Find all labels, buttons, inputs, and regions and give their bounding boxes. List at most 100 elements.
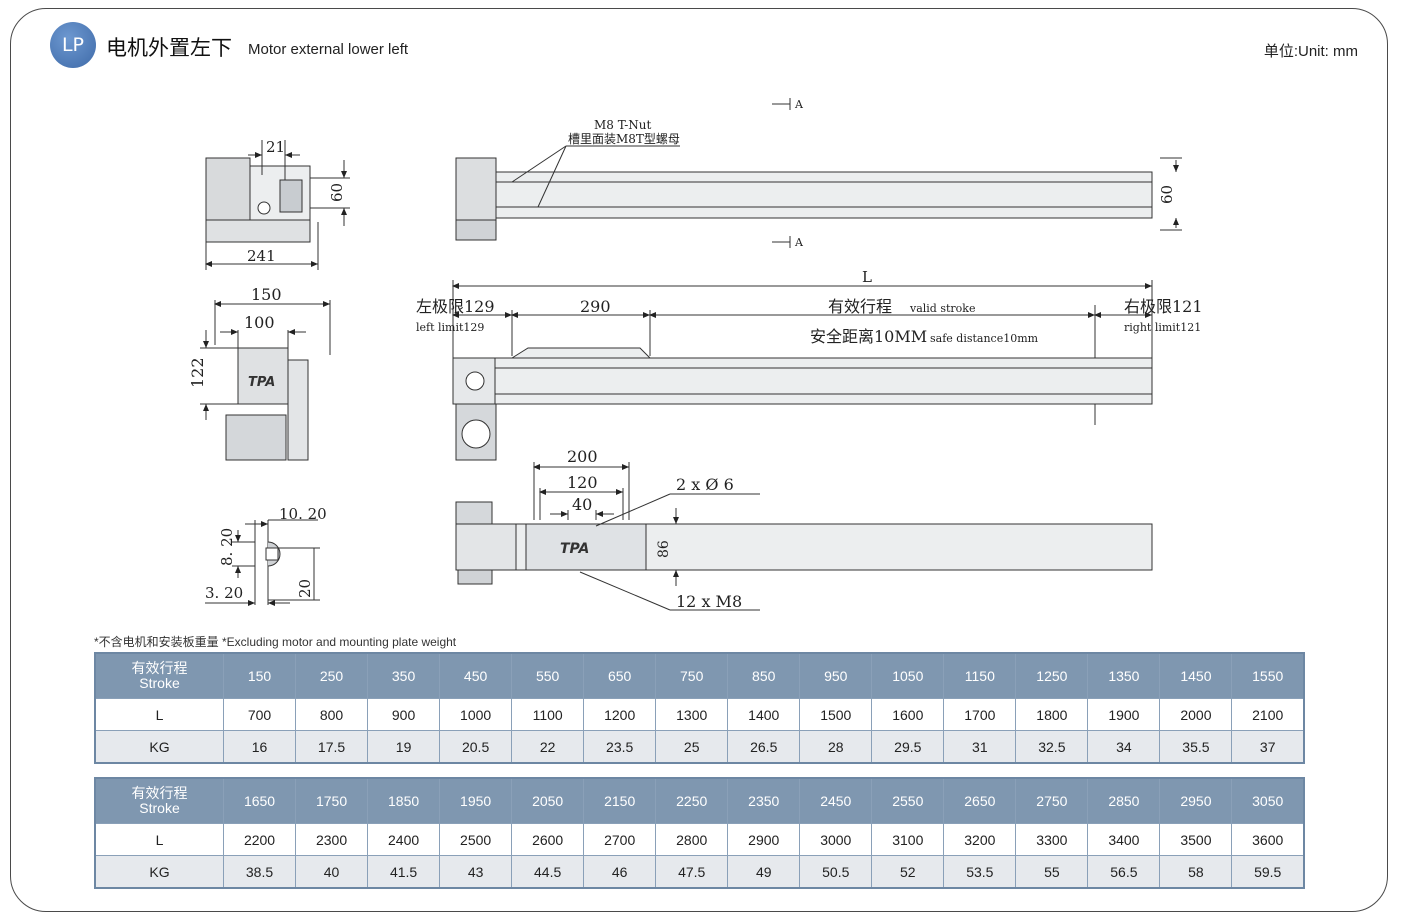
dim-60-top: 60: [1158, 185, 1176, 204]
valid-stroke-cn: 有效行程: [828, 297, 892, 316]
stroke-header-en: Stroke: [139, 675, 180, 691]
stroke-header-en: Stroke: [139, 800, 180, 816]
length-cell: 2500: [439, 823, 513, 856]
section-a-top: A: [794, 98, 804, 111]
stroke-cell: 1350: [1087, 652, 1161, 699]
weight-cell: 23.5: [583, 730, 657, 764]
weight-cell: 19: [367, 730, 441, 764]
stroke-cell: 2650: [943, 777, 1017, 824]
right-limit-en: right limit121: [1124, 321, 1201, 334]
length-cell: 3100: [871, 823, 945, 856]
stroke-cell: 1750: [295, 777, 369, 824]
stroke-cell: 450: [439, 652, 513, 699]
weight-cell: 59.5: [1231, 855, 1305, 889]
technical-drawing: 21 60 241 150 100 122 TPA: [188, 98, 1203, 611]
weight-cell: 43: [439, 855, 513, 889]
weight-cell: 55: [1015, 855, 1089, 889]
stroke-cell: 2250: [655, 777, 729, 824]
weight-cell: 49: [727, 855, 801, 889]
screws-callout: 12 x M8: [676, 592, 742, 611]
weight-cell: 20.5: [439, 730, 513, 764]
length-cell: 2400: [367, 823, 441, 856]
dim-3-20: 3. 20: [205, 584, 243, 602]
section-a-bottom: A: [794, 236, 804, 249]
weight-cell: 58: [1159, 855, 1233, 889]
stroke-header-cn: 有效行程: [131, 785, 188, 801]
length-cell: 1700: [943, 698, 1017, 731]
page-title-en: Motor external lower left: [248, 41, 409, 58]
dim-8-20: 8. 20: [218, 528, 236, 566]
length-cell: 2600: [511, 823, 585, 856]
stroke-cell: 350: [367, 652, 441, 699]
length-cell: 700: [222, 698, 297, 731]
length-cell: 3200: [943, 823, 1017, 856]
length-cell: 1800: [1015, 698, 1089, 731]
safe-distance-cn: 安全距离10MM: [810, 327, 927, 346]
stroke-header: 有效行程 Stroke: [94, 652, 224, 699]
weight-cell: 25: [655, 730, 729, 764]
dim-100: 100: [244, 313, 275, 332]
stroke-cell: 2750: [1015, 777, 1089, 824]
end-view-middle: [200, 300, 331, 461]
stroke-cell: 1450: [1159, 652, 1233, 699]
dim-150: 150: [251, 285, 282, 304]
weight-cell: 41.5: [367, 855, 441, 889]
length-cell: 2900: [727, 823, 801, 856]
length-cell: 2700: [583, 823, 657, 856]
length-cell: 1900: [1087, 698, 1161, 731]
weight-cell: 31: [943, 730, 1017, 764]
stroke-cell: 1550: [1231, 652, 1305, 699]
weight-cell: 26.5: [727, 730, 801, 764]
l-label: L: [94, 698, 224, 731]
length-cell: 900: [367, 698, 441, 731]
stroke-cell: 1950: [439, 777, 513, 824]
length-cell: 2300: [295, 823, 369, 856]
stroke-cell: 1650: [222, 777, 297, 824]
dim-86: 86: [656, 540, 672, 558]
stroke-cell: 3050: [1231, 777, 1305, 824]
weight-cell: 44.5: [511, 855, 585, 889]
weight-cell: 32.5: [1015, 730, 1089, 764]
dim-10-20: 10. 20: [279, 505, 327, 523]
end-view-top: [205, 140, 350, 270]
stroke-cell: 2350: [727, 777, 801, 824]
dim-21: 21: [266, 138, 285, 156]
length-cell: 3300: [1015, 823, 1089, 856]
unit-label: 单位:Unit: mm: [1263, 43, 1358, 60]
length-cell: 1300: [655, 698, 729, 731]
kg-label: KG: [94, 730, 224, 764]
dim-200: 200: [567, 447, 598, 466]
length-cell: 2200: [222, 823, 297, 856]
stroke-cell: 150: [222, 652, 297, 699]
stroke-cell: 1850: [367, 777, 441, 824]
length-cell: 3400: [1087, 823, 1161, 856]
weight-cell: 56.5: [1087, 855, 1161, 889]
weight-cell: 46: [583, 855, 657, 889]
length-cell: 3000: [799, 823, 873, 856]
left-limit-cn: 左极限129: [416, 297, 495, 316]
dim-241: 241: [247, 247, 276, 265]
length-cell: 1500: [799, 698, 873, 731]
length-cell: 800: [295, 698, 369, 731]
weight-cell: 17.5: [295, 730, 369, 764]
stroke-cell: 550: [511, 652, 585, 699]
length-cell: 2100: [1231, 698, 1305, 731]
tnut-detail: [205, 519, 320, 606]
stroke-cell: 2950: [1159, 777, 1233, 824]
length-cell: 3500: [1159, 823, 1233, 856]
weight-cell: 16: [222, 730, 297, 764]
top-view: [455, 98, 1182, 248]
lp-badge: LP: [50, 22, 96, 68]
l-label: L: [94, 823, 224, 856]
stroke-cell: 650: [583, 652, 657, 699]
stroke-header: 有效行程 Stroke: [94, 777, 224, 824]
weight-cell: 52: [871, 855, 945, 889]
stroke-cell: 2450: [799, 777, 873, 824]
bottom-view: [455, 462, 1153, 611]
